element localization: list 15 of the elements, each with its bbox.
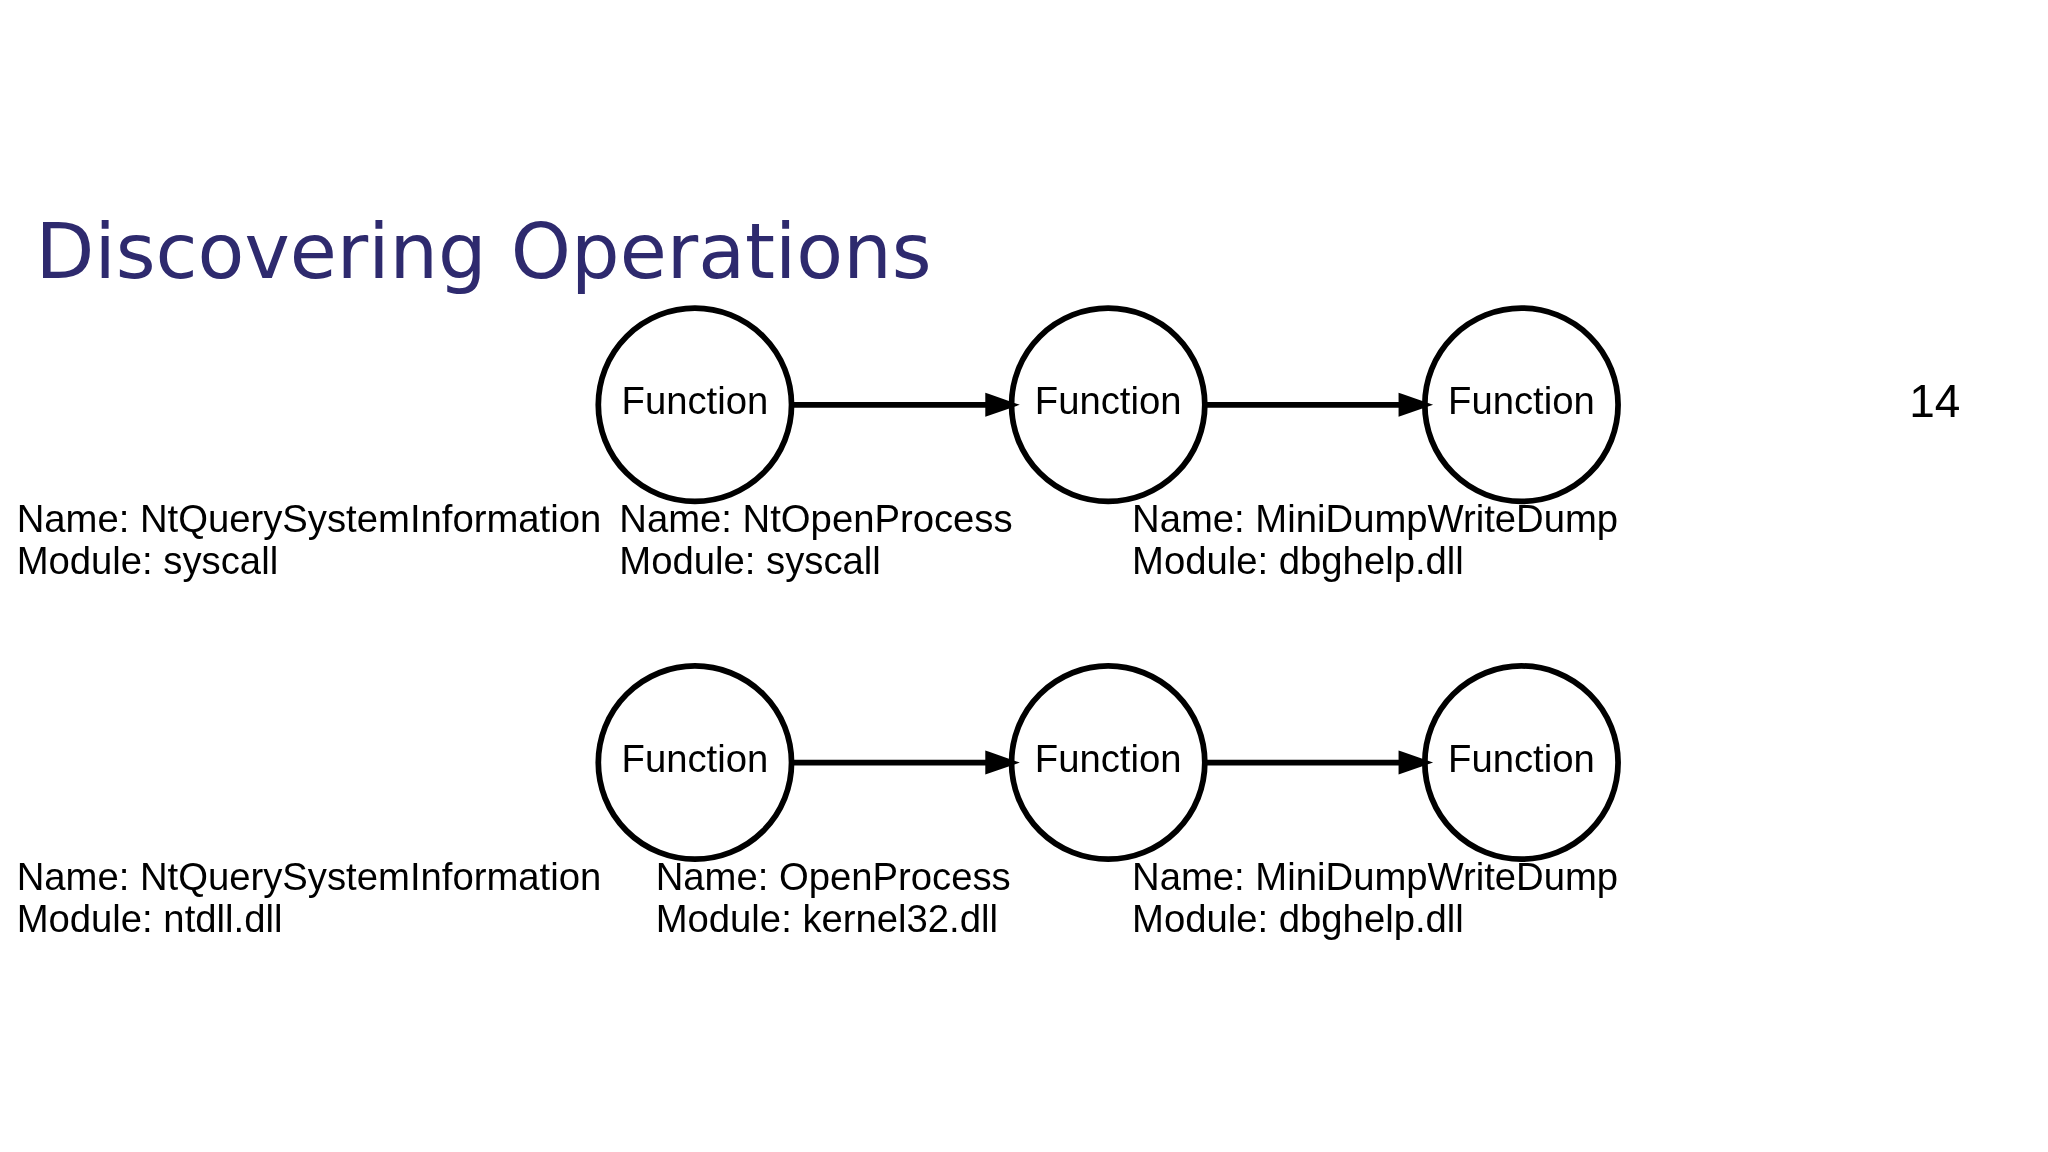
- node-label: Module: dbghelp.dll: [1132, 539, 1464, 583]
- node-circle: Function: [595, 663, 795, 863]
- node-label: Module: syscall: [16, 539, 279, 583]
- label: 14: [1909, 374, 1961, 427]
- node-circle: Function: [595, 305, 795, 505]
- arrow: [791, 750, 1020, 775]
- node-circle: Function: [1008, 305, 1208, 505]
- diagram-title: Discovering Operations: [35, 206, 932, 296]
- node-circle: Function: [1421, 305, 1621, 505]
- node-label: Module: syscall: [619, 539, 881, 583]
- arrow: [1205, 392, 1434, 417]
- node-circle: Function: [1421, 663, 1621, 863]
- arrow: [791, 392, 1020, 417]
- arrow: [1205, 750, 1434, 775]
- node-circle: Function: [1008, 663, 1208, 863]
